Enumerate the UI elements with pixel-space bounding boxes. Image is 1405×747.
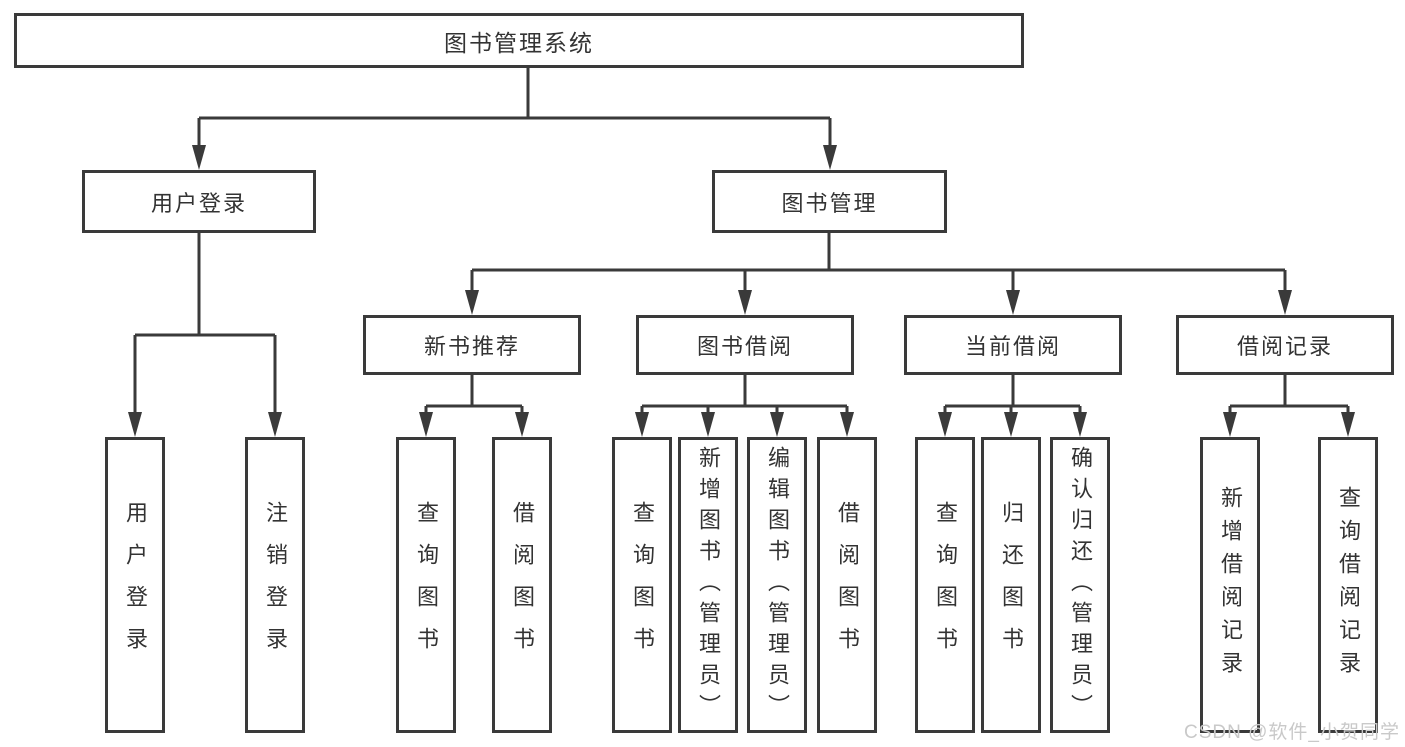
box-book-borrow: 图书借阅 — [636, 315, 854, 375]
box-borrow-record: 借阅记录 — [1176, 315, 1394, 375]
arrowhead-icon — [701, 412, 715, 437]
leaf-borrow-add-books-admin: 新增图书（管理员） — [678, 437, 738, 733]
arrowhead-icon — [738, 290, 752, 315]
leaf-current-return-books: 归还图书 — [981, 437, 1041, 733]
arrowhead-icon — [419, 412, 433, 437]
arrowhead-icon — [268, 412, 282, 437]
arrowhead-icon — [1073, 412, 1087, 437]
leaf-newbook-borrow-books: 借阅图书 — [492, 437, 552, 733]
csdn-watermark: CSDN @软件_小贺同学 — [1184, 722, 1400, 743]
arrowhead-icon — [1004, 412, 1018, 437]
leaf-borrow-query-books: 查询图书 — [612, 437, 672, 733]
arrowhead-icon — [1341, 412, 1355, 437]
leaf-borrow-borrow-books: 借阅图书 — [817, 437, 877, 733]
leaf-borrow-edit-books-admin: 编辑图书（管理员） — [747, 437, 807, 733]
arrowhead-icon — [128, 412, 142, 437]
arrowhead-icon — [938, 412, 952, 437]
arrowhead-icon — [465, 290, 479, 315]
arrowhead-icon — [770, 412, 784, 437]
leaf-record-add-borrow-record: 新增借阅记录 — [1200, 437, 1260, 733]
leaf-user-login: 用户登录 — [105, 437, 165, 733]
arrowhead-icon — [823, 145, 837, 170]
box-library-management-system: 图书管理系统 — [14, 13, 1024, 68]
leaf-current-query-books: 查询图书 — [915, 437, 975, 733]
box-new-book-recommend: 新书推荐 — [363, 315, 581, 375]
leaf-newbook-query-books: 查询图书 — [396, 437, 456, 733]
leaf-current-confirm-return-admin: 确认归还（管理员） — [1050, 437, 1110, 733]
leaf-record-query-borrow-record: 查询借阅记录 — [1318, 437, 1378, 733]
leaf-logout: 注销登录 — [245, 437, 305, 733]
arrowhead-icon — [515, 412, 529, 437]
arrowhead-icon — [1006, 290, 1020, 315]
box-book-management: 图书管理 — [712, 170, 947, 233]
box-current-borrow: 当前借阅 — [904, 315, 1122, 375]
arrowhead-icon — [635, 412, 649, 437]
arrowhead-icon — [840, 412, 854, 437]
arrowhead-icon — [1223, 412, 1237, 437]
arrowhead-icon — [1278, 290, 1292, 315]
box-user-login: 用户登录 — [82, 170, 316, 233]
arrowhead-icon — [192, 145, 206, 170]
